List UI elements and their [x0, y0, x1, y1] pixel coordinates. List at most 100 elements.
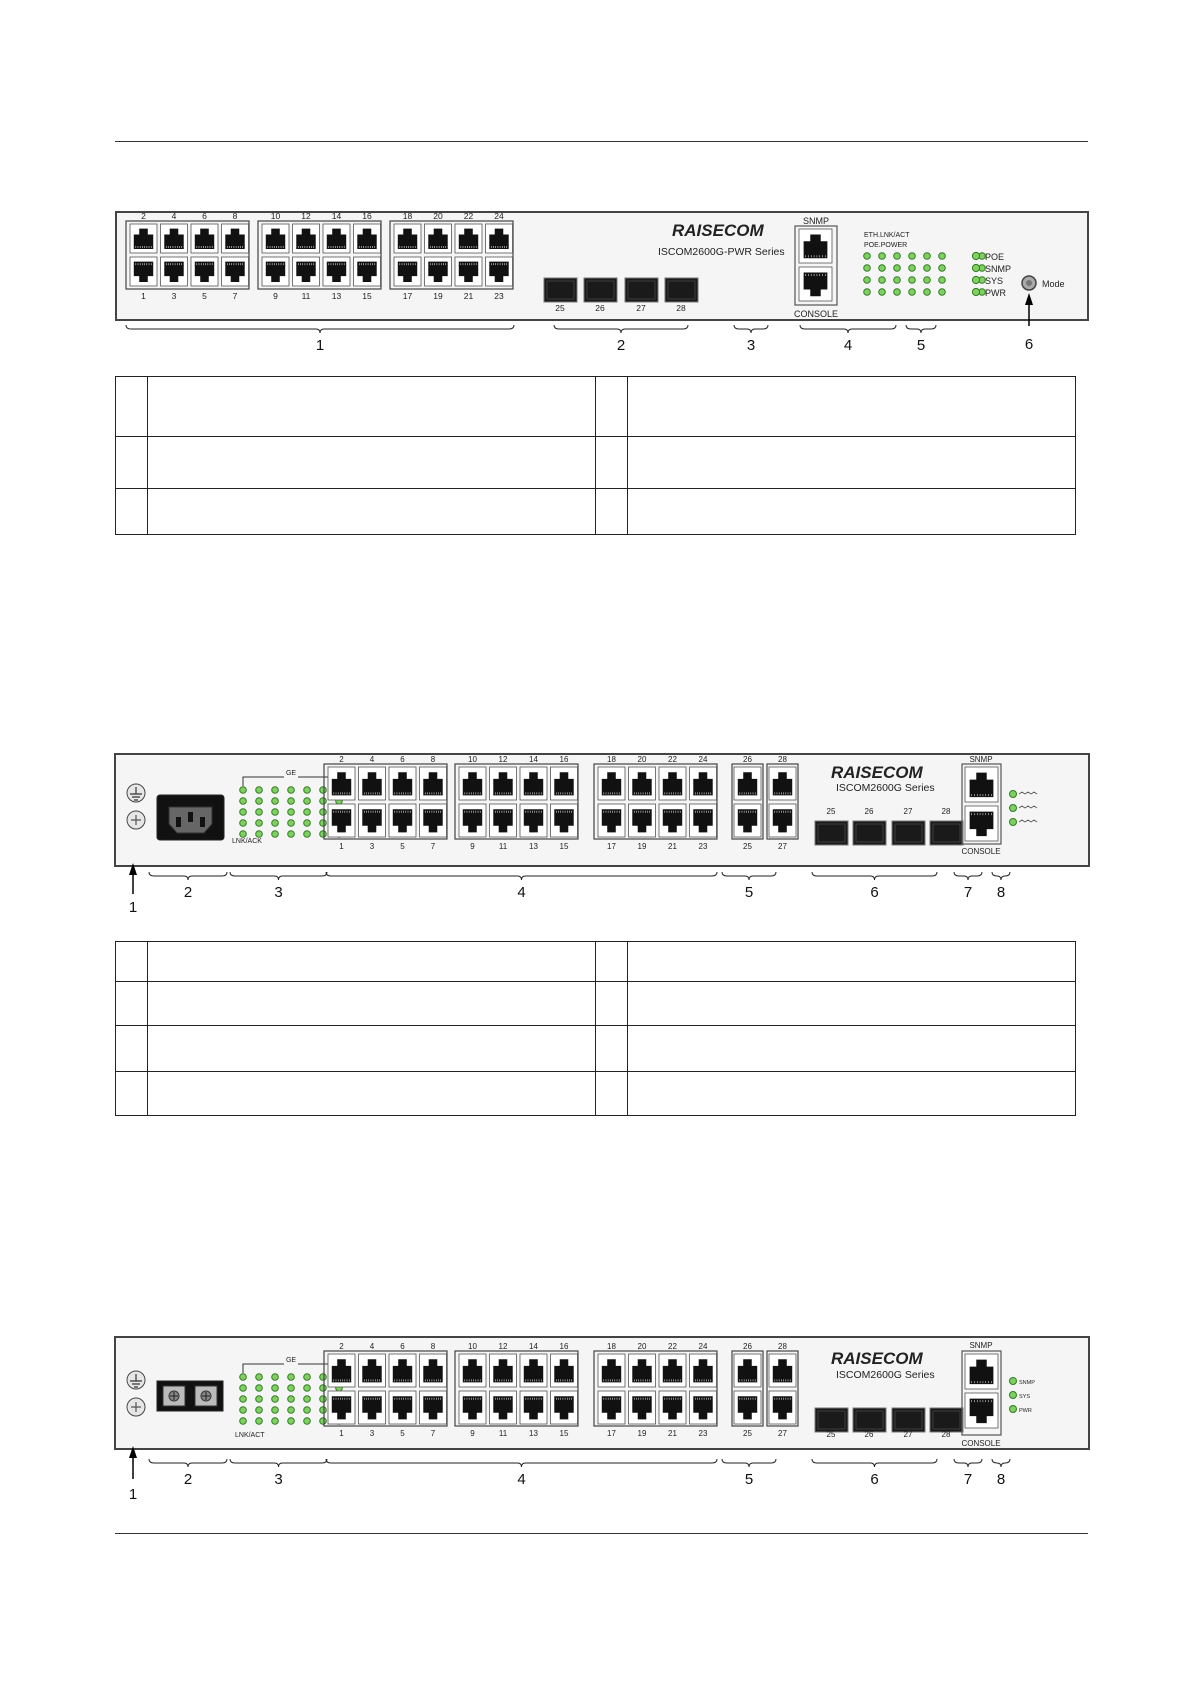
ethernet-port-11[interactable]: [489, 803, 517, 838]
sfp-port-27[interactable]: [624, 277, 659, 303]
ethernet-port-11[interactable]: [292, 256, 320, 287]
combo-port-25[interactable]: [733, 1390, 762, 1425]
ethernet-port-24[interactable]: [689, 1353, 717, 1388]
ethernet-port-12[interactable]: [292, 223, 320, 254]
combo-port-28[interactable]: [768, 766, 797, 801]
ethernet-port-20[interactable]: [628, 766, 656, 801]
snmp-port[interactable]: [798, 228, 833, 264]
ethernet-port-22[interactable]: [454, 223, 483, 254]
ethernet-port-15[interactable]: [550, 803, 578, 838]
ethernet-port-2[interactable]: [327, 1353, 356, 1388]
ethernet-port-18[interactable]: [597, 1353, 626, 1388]
ethernet-port-22[interactable]: [658, 1353, 687, 1388]
ethernet-port-4[interactable]: [358, 766, 386, 801]
ethernet-port-20[interactable]: [424, 223, 452, 254]
ethernet-port-6[interactable]: [388, 766, 417, 801]
ethernet-port-16[interactable]: [550, 1353, 578, 1388]
ethernet-port-7[interactable]: [221, 256, 249, 287]
ethernet-port-23[interactable]: [689, 1390, 717, 1425]
ethernet-port-19[interactable]: [424, 256, 452, 287]
ethernet-port-18[interactable]: [597, 766, 626, 801]
ethernet-port-17[interactable]: [597, 803, 626, 838]
sfp-port-26[interactable]: [583, 277, 618, 303]
sfp-port-26[interactable]: [852, 820, 887, 846]
combo-port-26[interactable]: [733, 766, 762, 801]
sfp-port-28[interactable]: [664, 277, 699, 303]
ethernet-port-16[interactable]: [550, 766, 578, 801]
ethernet-port-15[interactable]: [550, 1390, 578, 1425]
ethernet-port-20[interactable]: [628, 1353, 656, 1388]
ethernet-port-3[interactable]: [358, 803, 386, 838]
ethernet-port-14[interactable]: [519, 1353, 548, 1388]
ethernet-port-19[interactable]: [628, 803, 656, 838]
console-port[interactable]: [798, 266, 833, 302]
ethernet-port-24[interactable]: [485, 223, 513, 254]
ethernet-port-19[interactable]: [628, 1390, 656, 1425]
ethernet-port-6[interactable]: [388, 1353, 417, 1388]
ethernet-port-24[interactable]: [689, 766, 717, 801]
combo-port-27[interactable]: [768, 1390, 797, 1425]
ethernet-port-8[interactable]: [419, 1353, 447, 1388]
ethernet-port-13[interactable]: [519, 1390, 548, 1425]
combo-port-27[interactable]: [768, 803, 797, 838]
snmp-port[interactable]: [964, 1353, 999, 1390]
svg-text:6: 6: [870, 884, 878, 901]
ethernet-port-10[interactable]: [458, 1353, 487, 1388]
ethernet-port-3[interactable]: [358, 1390, 386, 1425]
ethernet-port-2[interactable]: [327, 766, 356, 801]
sfp-port-25[interactable]: [814, 1407, 849, 1433]
snmp-port[interactable]: [964, 766, 999, 803]
ethernet-port-14[interactable]: [519, 766, 548, 801]
sfp-port-25[interactable]: [543, 277, 578, 303]
ethernet-port-1[interactable]: [327, 1390, 356, 1425]
combo-port-25[interactable]: [733, 803, 762, 838]
ethernet-port-6[interactable]: [190, 223, 219, 254]
ethernet-port-17[interactable]: [597, 1390, 626, 1425]
ethernet-port-13[interactable]: [322, 256, 351, 287]
sfp-port-26[interactable]: [852, 1407, 887, 1433]
ethernet-port-1[interactable]: [327, 803, 356, 838]
ethernet-port-4[interactable]: [160, 223, 188, 254]
ethernet-port-2[interactable]: [129, 223, 158, 254]
ethernet-port-8[interactable]: [419, 766, 447, 801]
sfp-port-28[interactable]: [929, 1407, 964, 1433]
ethernet-port-5[interactable]: [388, 803, 417, 838]
ethernet-port-17[interactable]: [393, 256, 422, 287]
ethernet-port-12[interactable]: [489, 766, 517, 801]
ethernet-port-1[interactable]: [129, 256, 158, 287]
sfp-port-27[interactable]: [891, 820, 926, 846]
console-port[interactable]: [964, 805, 999, 842]
ethernet-port-4[interactable]: [358, 1353, 386, 1388]
ethernet-port-7[interactable]: [419, 803, 447, 838]
port-number-label: 4: [172, 211, 177, 221]
ethernet-port-15[interactable]: [353, 256, 381, 287]
combo-port-28[interactable]: [768, 1353, 797, 1388]
ethernet-port-14[interactable]: [322, 223, 351, 254]
ethernet-port-9[interactable]: [458, 1390, 487, 1425]
ethernet-port-9[interactable]: [261, 256, 290, 287]
ethernet-port-8[interactable]: [221, 223, 249, 254]
sfp-port-28[interactable]: [929, 820, 964, 846]
ethernet-port-5[interactable]: [190, 256, 219, 287]
ethernet-port-10[interactable]: [261, 223, 290, 254]
ethernet-port-18[interactable]: [393, 223, 422, 254]
ethernet-port-12[interactable]: [489, 1353, 517, 1388]
ethernet-port-9[interactable]: [458, 803, 487, 838]
ethernet-port-21[interactable]: [658, 803, 687, 838]
ethernet-port-16[interactable]: [353, 223, 381, 254]
console-port[interactable]: [964, 1392, 999, 1429]
ethernet-port-13[interactable]: [519, 803, 548, 838]
ethernet-port-3[interactable]: [160, 256, 188, 287]
ethernet-port-22[interactable]: [658, 766, 687, 801]
ethernet-port-23[interactable]: [689, 803, 717, 838]
ethernet-port-21[interactable]: [454, 256, 483, 287]
ethernet-port-10[interactable]: [458, 766, 487, 801]
combo-port-26[interactable]: [733, 1353, 762, 1388]
ethernet-port-7[interactable]: [419, 1390, 447, 1425]
ethernet-port-5[interactable]: [388, 1390, 417, 1425]
ethernet-port-11[interactable]: [489, 1390, 517, 1425]
ethernet-port-23[interactable]: [485, 256, 513, 287]
sfp-port-27[interactable]: [891, 1407, 926, 1433]
ethernet-port-21[interactable]: [658, 1390, 687, 1425]
sfp-port-25[interactable]: [814, 820, 849, 846]
